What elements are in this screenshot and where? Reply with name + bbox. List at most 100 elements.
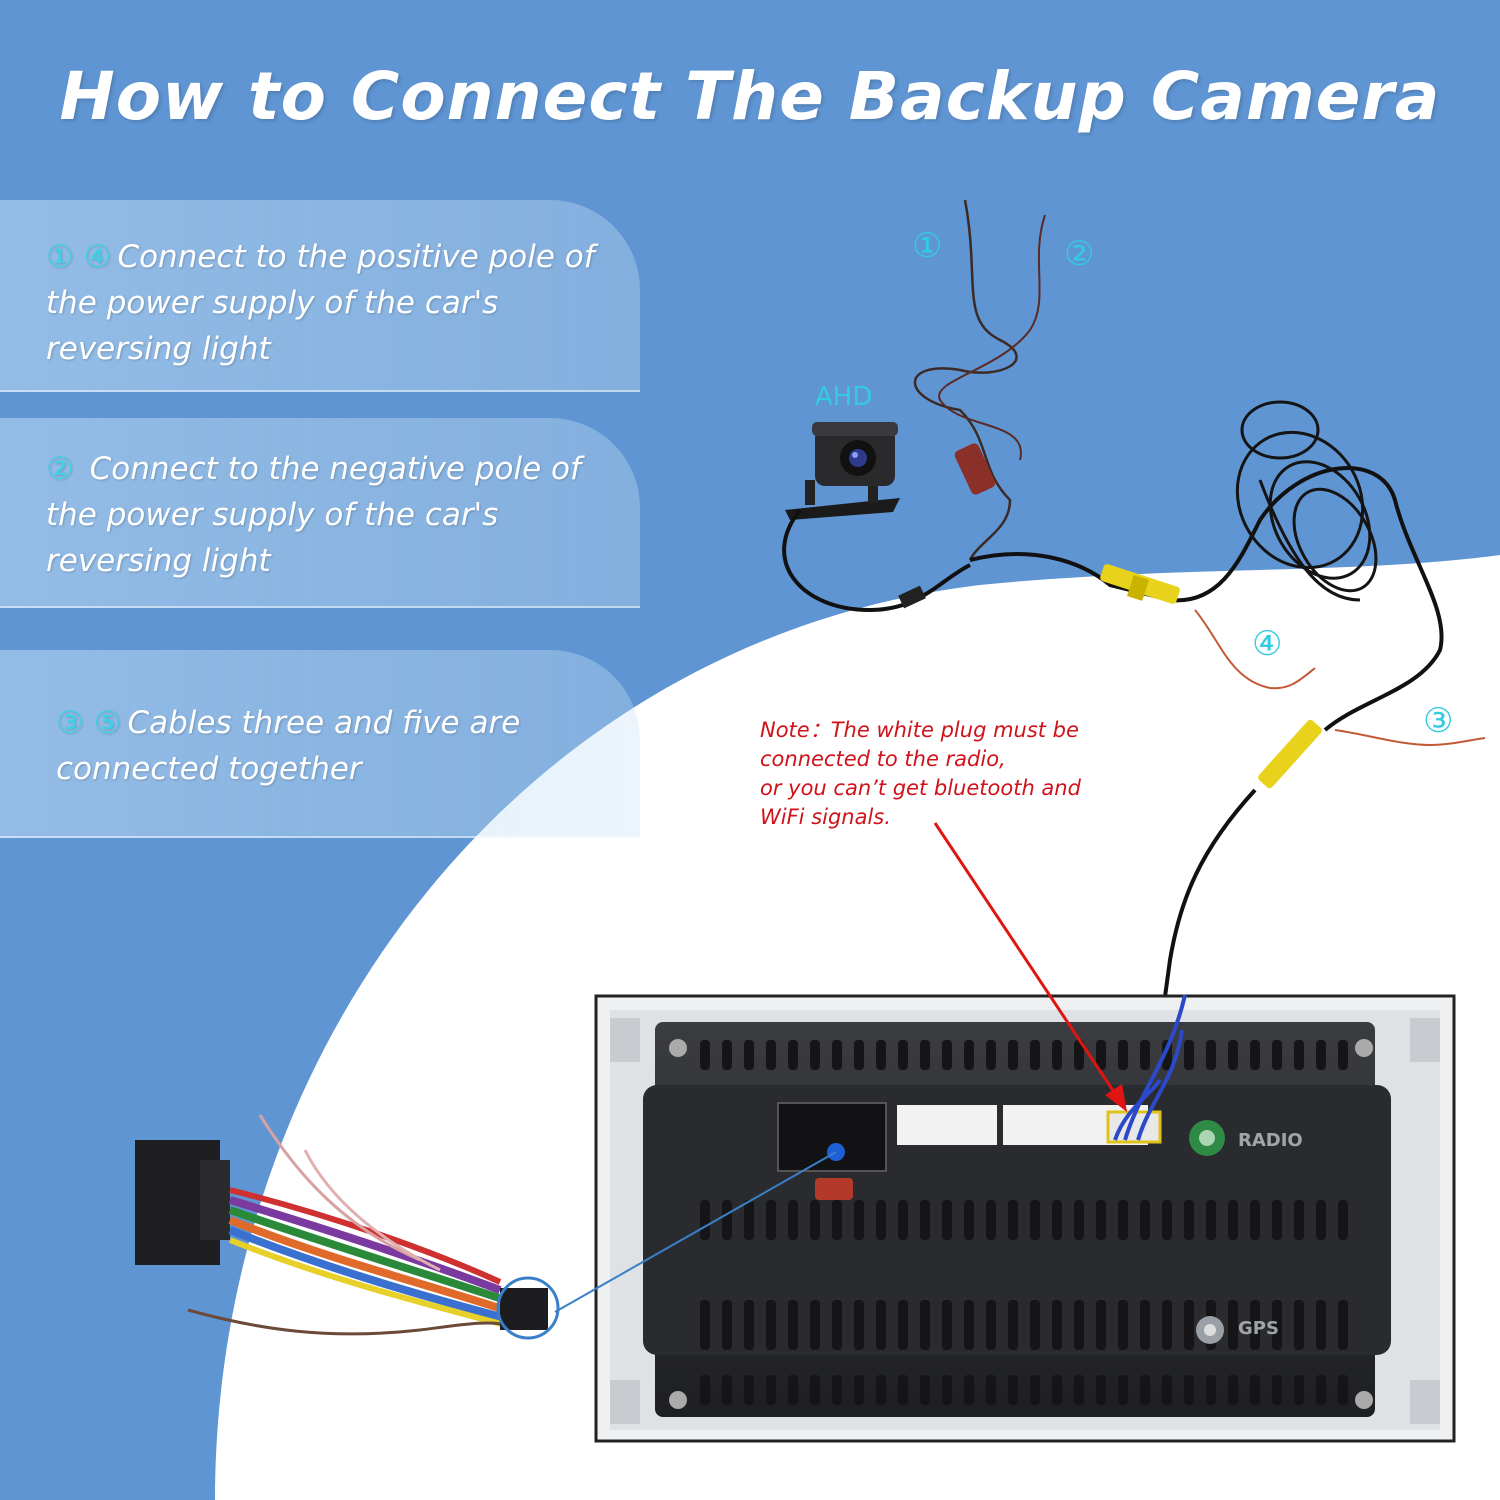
vent-slot — [1118, 1200, 1128, 1240]
note-line-3: or you can’t get bluetooth and — [760, 776, 1081, 800]
rca-connector-lower — [1258, 719, 1322, 789]
vent-slot — [1008, 1375, 1018, 1405]
vent-slot — [1294, 1040, 1304, 1070]
vent-slot — [942, 1200, 952, 1240]
vent-slot — [766, 1375, 776, 1405]
vent-slot — [832, 1375, 842, 1405]
vent-slot — [700, 1375, 710, 1405]
power-wires — [914, 199, 1018, 561]
vent-slot — [788, 1040, 798, 1070]
note-line-4: WiFi signals. — [760, 805, 891, 829]
step-text-2: ② Connect to the negative pole of the po… — [46, 446, 626, 584]
vent-slot — [942, 1040, 952, 1070]
vent-slot — [1052, 1300, 1062, 1350]
vent-slot — [1250, 1300, 1260, 1350]
vent-slot — [854, 1200, 864, 1240]
step-number-1: ① ④ — [46, 239, 112, 275]
vent-slot — [986, 1300, 996, 1350]
vent-slot — [1008, 1040, 1018, 1070]
vent-slot — [1140, 1300, 1150, 1350]
vent-slot — [1030, 1375, 1040, 1405]
vent-slot — [964, 1200, 974, 1240]
vent-slot — [876, 1040, 886, 1070]
wiring-harness — [135, 1114, 560, 1340]
vent-slot — [1316, 1200, 1326, 1240]
step-number-3: ③ ⑤ — [56, 705, 122, 741]
vent-slot — [744, 1300, 754, 1350]
vent-slot — [1294, 1200, 1304, 1240]
page-title: How to Connect The Backup Camera — [59, 58, 1441, 135]
antenna-wires — [1113, 994, 1187, 1141]
vent-slot — [1074, 1375, 1084, 1405]
vent-slot — [898, 1040, 908, 1070]
callout-2: ② — [1064, 234, 1095, 274]
fuse-holder — [954, 443, 996, 495]
vent-slot — [744, 1040, 754, 1070]
vent-slot — [1074, 1300, 1084, 1350]
step-description-2: Connect to the negative pole of the powe… — [46, 451, 581, 579]
vent-slot — [810, 1375, 820, 1405]
vent-slot — [700, 1200, 710, 1240]
vent-slot — [744, 1375, 754, 1405]
vent-slot — [1338, 1200, 1348, 1240]
vent-slot — [1338, 1300, 1348, 1350]
vent-slot — [1074, 1040, 1084, 1070]
arrow-icon — [933, 822, 1127, 1112]
note-line-1: Note：The white plug must be — [760, 718, 1079, 742]
vent-slot — [986, 1040, 996, 1070]
vent-slot — [744, 1200, 754, 1240]
vent-slot — [854, 1040, 864, 1070]
vent-slot — [788, 1200, 798, 1240]
zoom-line — [554, 1151, 837, 1313]
step-panel-2: ② Connect to the negative pole of the po… — [0, 418, 640, 608]
vent-slot — [1338, 1040, 1348, 1070]
vent-slot — [920, 1300, 930, 1350]
vent-slot — [1250, 1040, 1260, 1070]
vent-slot — [1030, 1300, 1040, 1350]
vent-slot — [986, 1200, 996, 1240]
vent-slot — [1184, 1375, 1194, 1405]
video-cable-to-radio — [1153, 788, 1257, 1071]
vent-slot — [1096, 1200, 1106, 1240]
vent-slot — [1162, 1200, 1172, 1240]
vent-slot — [766, 1300, 776, 1350]
vent-slot — [898, 1375, 908, 1405]
vent-slot — [1030, 1200, 1040, 1240]
vent-slot — [766, 1200, 776, 1240]
vent-slot — [1228, 1040, 1238, 1070]
camera-label: AHD — [815, 382, 873, 412]
inline-connector — [898, 585, 926, 609]
vent-slot — [700, 1300, 710, 1350]
note-text: Note：The white plug must be connected to… — [760, 716, 1160, 832]
vent-slot — [986, 1375, 996, 1405]
vent-slot — [1118, 1300, 1128, 1350]
step-description-3: Cables three and five are connected toge… — [56, 705, 521, 787]
red-wire-4 — [1194, 609, 1316, 690]
vent-slot — [722, 1375, 732, 1405]
vent-slot — [1184, 1040, 1194, 1070]
note-line-2: connected to the radio, — [760, 747, 1006, 771]
vent-slot — [700, 1040, 710, 1070]
vent-slot — [1316, 1040, 1326, 1070]
vent-slot — [1228, 1200, 1238, 1240]
vent-slot — [1140, 1375, 1150, 1405]
vent-slot — [1272, 1040, 1282, 1070]
vent-slot — [1052, 1375, 1062, 1405]
vent-slot — [810, 1300, 820, 1350]
vent-slot — [1272, 1375, 1282, 1405]
vent-slot — [1206, 1375, 1216, 1405]
vent-slot — [964, 1040, 974, 1070]
cable-coil — [1235, 400, 1378, 602]
vent-slot — [876, 1200, 886, 1240]
radio-label: RADIO — [1238, 1130, 1303, 1151]
step-number-2: ② — [46, 451, 74, 487]
vent-slot — [942, 1375, 952, 1405]
vent-slot — [964, 1375, 974, 1405]
vent-slot — [854, 1375, 864, 1405]
vent-slot — [766, 1040, 776, 1070]
callout-4: ④ — [1252, 624, 1283, 664]
vent-slot — [1096, 1300, 1106, 1350]
vent-slot — [1272, 1200, 1282, 1240]
camera-icon — [785, 422, 900, 520]
